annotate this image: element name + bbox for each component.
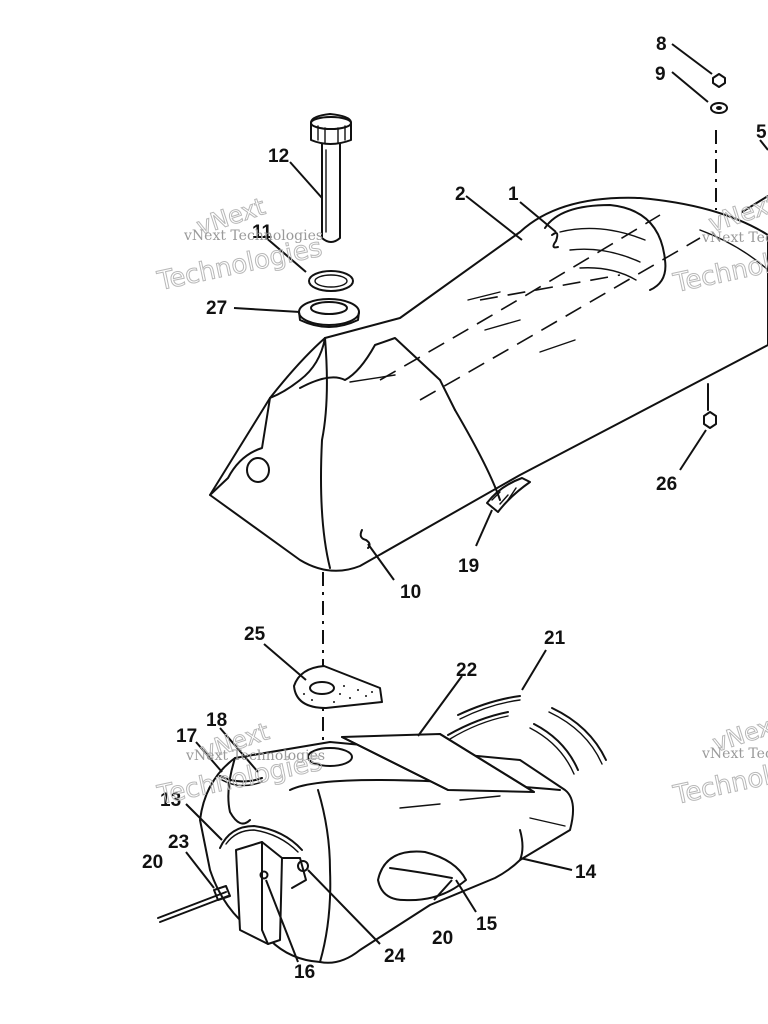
callout-10: 10 [400,582,421,603]
callout-2: 2 [455,184,466,205]
callout-9: 9 [655,64,666,85]
grommet [298,298,360,328]
bolt-washer [710,73,728,210]
filler-cap-assembly [310,113,352,243]
callout-23: 23 [168,832,189,853]
callout-27: 27 [206,298,227,319]
callout-22: 22 [456,660,477,681]
push-fastener [703,383,717,429]
part-five-fitting [741,195,768,213]
gasket-ring [308,270,354,292]
callout-12: 12 [268,146,289,167]
fuel-tank [157,733,575,964]
callout-20-left: 20 [142,852,163,873]
callout-14: 14 [575,862,597,883]
seat-cover [209,196,768,572]
svg-text:vNext Technologies: vNext Technologies [701,230,768,246]
watermark-lower-right: vNext vNext Technologies Technologies [670,709,768,812]
callout-19: 19 [458,556,479,577]
leader-lines [185,43,768,963]
callout-numbers: 8 9 5 12 2 1 11 27 26 19 10 25 21 22 18 … [142,34,767,983]
callout-20-right: 20 [432,928,453,949]
watermark-upper-left: vNext vNext Technologies Technologies [154,192,326,298]
callout-26: 26 [656,474,677,495]
svg-text:vNext Technologies: vNext Technologies [183,228,323,244]
callout-24: 24 [384,946,406,967]
callout-17: 17 [176,726,197,747]
svg-text:vNext Technologies: vNext Technologies [701,746,768,762]
callout-15: 15 [476,914,498,935]
callout-21: 21 [544,628,566,649]
callout-5: 5 [756,122,767,143]
adhesive-pad [293,665,383,709]
hose-clips [447,695,607,775]
callout-8: 8 [656,34,667,55]
callout-16: 16 [294,962,315,983]
svg-text:vNext Technologies: vNext Technologies [185,748,325,764]
callout-13: 13 [160,790,181,811]
callout-18: 18 [206,710,227,731]
callout-1: 1 [508,184,519,205]
callout-11: 11 [252,222,273,243]
callout-25: 25 [244,624,266,645]
